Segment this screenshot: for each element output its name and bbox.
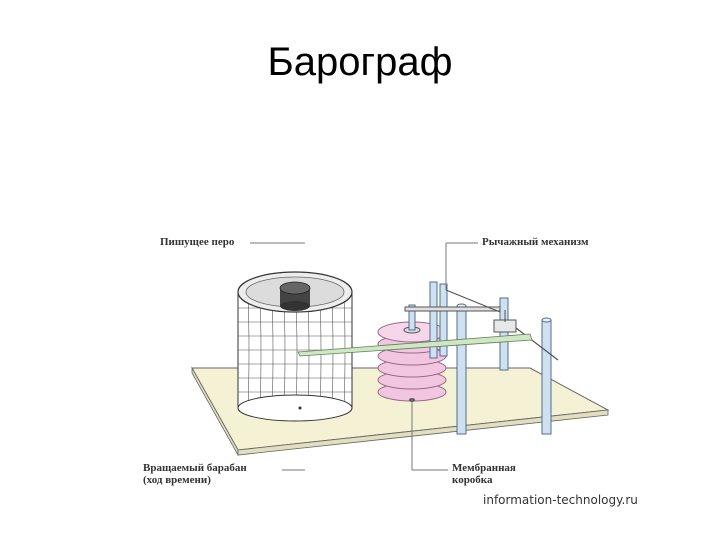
label-membrane-line2: коробка [452,474,493,486]
membrane-box [377,304,447,402]
label-drum-line2: (ход времени) [143,474,211,486]
label-writing-pen: Пишущее перо [160,236,235,248]
label-membrane-line1: Мембранная [452,462,516,474]
label-drum-line1: Вращаемый барабан [143,462,247,474]
label-lever-mechanism: Рычажный механизм [482,236,589,248]
slide-title: Барограф [267,40,453,84]
lever-mechanism [404,281,559,435]
source-watermark: information-technology.ru [483,493,638,507]
pen-arm [297,333,533,357]
rotating-drum [237,271,353,422]
